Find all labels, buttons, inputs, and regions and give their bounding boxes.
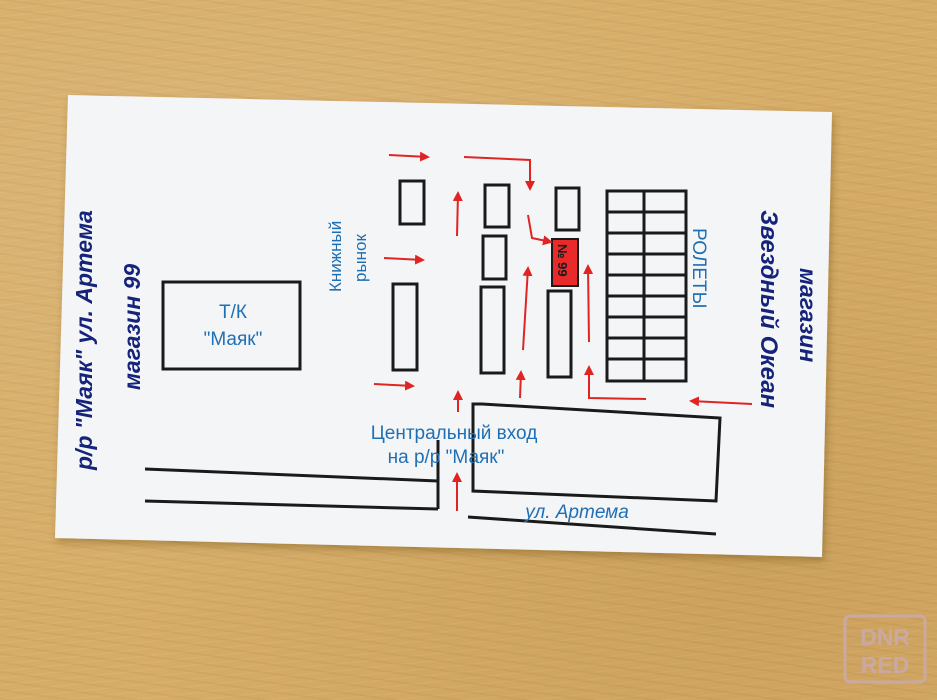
tk-mayak-building: [161, 280, 302, 371]
kiosk-col2-middle: [481, 234, 508, 281]
kiosk-col3-bottom: [546, 289, 573, 379]
street-label: ул. Артема: [523, 502, 629, 523]
entrance-label-2: на р/р "Маяк": [388, 447, 505, 468]
road-line-lower: [467, 515, 717, 536]
dnr-red-watermark: DNR RED: [843, 614, 927, 684]
svg-text:RED: RED: [861, 652, 910, 678]
market-building-outline: [471, 402, 722, 503]
book-market-label-1: Книжный: [326, 221, 345, 292]
tk-label: Т/К: [219, 302, 247, 323]
kiosk-col1-bottom: [391, 282, 419, 372]
shop-99-label: № 99: [555, 244, 570, 277]
kiosk-col1-top: [398, 179, 426, 226]
left-title: р/р "Маяк" ул. Артема: [71, 210, 97, 471]
kiosk-col2-top: [483, 183, 511, 229]
entrance-label-1: Центральный вход: [371, 423, 538, 444]
kiosk-col3-top: [554, 186, 581, 232]
road-line-middle: [144, 499, 439, 511]
rolety-label: РОЛЕТЫ: [688, 228, 709, 308]
right-title: магазин: [795, 268, 821, 362]
book-market-label-2: рынок: [351, 233, 370, 282]
kiosk-col2-bottom: [479, 285, 506, 375]
tk-name: "Маяк": [204, 329, 263, 350]
shop-99: [551, 238, 579, 287]
svg-text:DNR: DNR: [860, 624, 910, 650]
road-line-upper: [144, 467, 439, 483]
left-subtitle: магазин 99: [119, 264, 145, 390]
route-arrows: [373, 151, 753, 511]
right-subtitle: Звездный Океан: [755, 210, 782, 409]
rolety-grid: [605, 189, 688, 383]
